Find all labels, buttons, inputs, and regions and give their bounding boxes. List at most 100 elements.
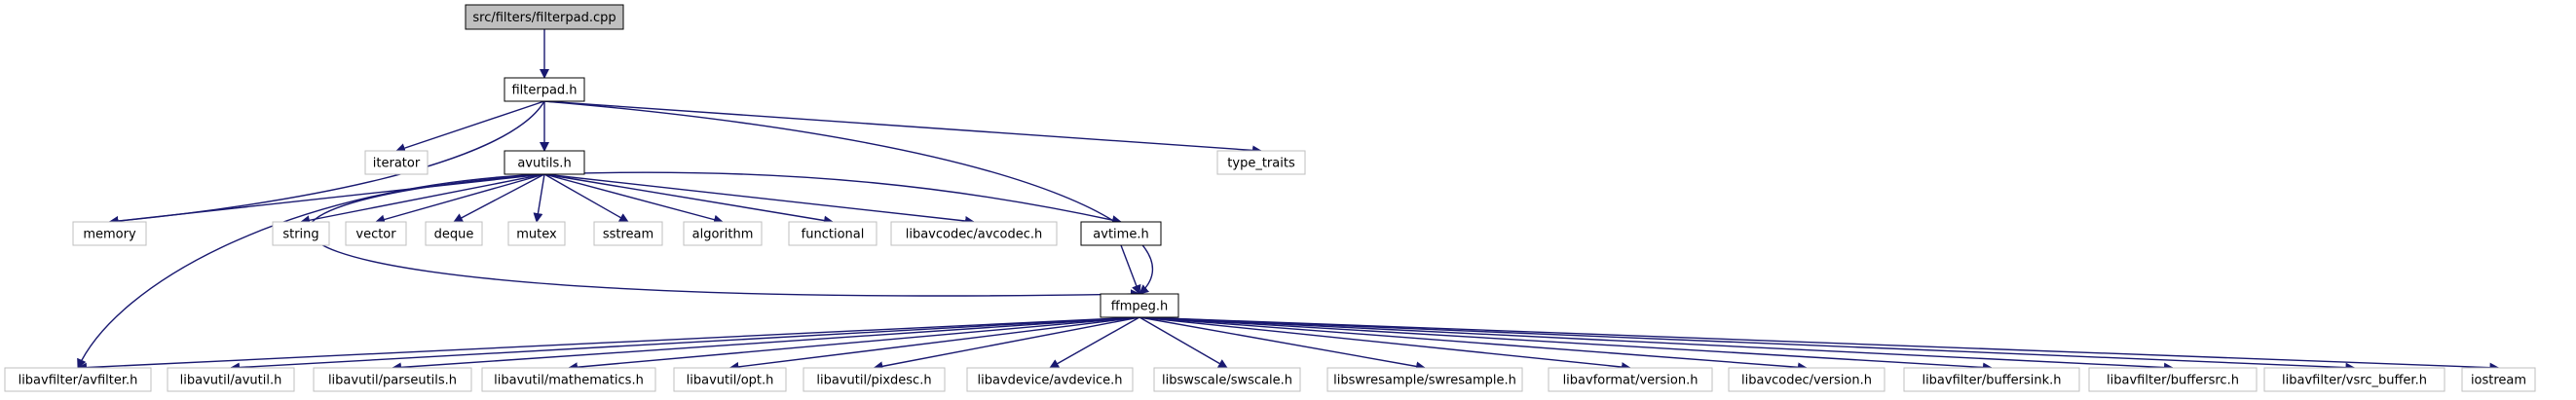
- node-label: libavutil/avutil.h: [180, 374, 282, 388]
- node-string: string: [272, 221, 330, 246]
- edge-filterpad-to-type_traits: [543, 100, 1262, 156]
- edges-layer: [77, 29, 2500, 373]
- node-buffersrc: libavfilter/buffersrc.h: [2088, 367, 2258, 392]
- edge-avutils-to-avtime: [543, 171, 1122, 225]
- node-label: type_traits: [1227, 157, 1295, 171]
- edge-ffmpeg-to-avdevice: [1049, 316, 1140, 369]
- node-label: iostream: [2471, 374, 2526, 388]
- node-avfilter: libavfilter/avfilter.h: [4, 367, 152, 392]
- edge-avutils-to-deque: [453, 173, 545, 223]
- node-box: [673, 367, 787, 392]
- node-algorithm: algorithm: [683, 221, 763, 246]
- node-label: libavfilter/avfilter.h: [19, 374, 138, 388]
- edge-ffmpeg-to-mathematics: [568, 316, 1140, 373]
- node-box: [2461, 367, 2536, 392]
- edge-filterpad-to-memory: [108, 100, 545, 227]
- edge-avtime-to-ffmpeg: [1120, 244, 1141, 295]
- edge-avutils-to-functional: [543, 173, 834, 226]
- edge-ffmpeg-to-avformat_version: [1139, 316, 1631, 373]
- node-label: libavfilter/buffersink.h: [1922, 374, 2061, 388]
- node-label: libswresample/swresample.h: [1333, 374, 1516, 388]
- node-root[interactable]: src/filters/filterpad.cpp: [465, 4, 624, 30]
- node-box: [966, 367, 1134, 392]
- node-box[interactable]: [1100, 293, 1179, 318]
- node-box: [272, 221, 330, 246]
- node-box[interactable]: [504, 150, 585, 175]
- node-label: algorithm: [692, 228, 754, 242]
- node-label: libavcodec/version.h: [1741, 374, 1872, 388]
- node-label: functional: [802, 228, 865, 242]
- edge-ffmpeg-to-iostream: [1139, 316, 2500, 373]
- node-box: [1153, 367, 1301, 392]
- edge-avutils-to-vector: [375, 173, 545, 225]
- node-label: libavutil/parseutils.h: [328, 374, 457, 388]
- node-box: [1903, 367, 2080, 392]
- node-label: libavutil/pixdesc.h: [816, 374, 931, 388]
- node-box: [788, 221, 877, 246]
- node-label: libavdevice/avdevice.h: [978, 374, 1123, 388]
- node-memory: memory: [72, 221, 147, 246]
- node-box: [364, 150, 429, 175]
- node-box: [593, 221, 663, 246]
- node-label: avutils.h: [517, 157, 571, 171]
- node-box: [2263, 367, 2445, 392]
- node-box: [2088, 367, 2258, 392]
- node-label: mutex: [516, 228, 557, 242]
- node-box: [890, 221, 1058, 246]
- node-label: src/filters/filterpad.cpp: [472, 11, 616, 25]
- node-avutil: libavutil/avutil.h: [167, 367, 295, 392]
- node-box: [313, 367, 472, 392]
- node-box[interactable]: [1080, 221, 1162, 246]
- edge-ffmpeg-to-opt: [728, 316, 1140, 372]
- node-deque: deque: [425, 221, 483, 246]
- edge-avutils-to-sstream: [543, 173, 629, 223]
- node-filterpad[interactable]: filterpad.h: [504, 77, 585, 102]
- node-vector: vector: [345, 221, 407, 246]
- node-avtime[interactable]: avtime.h: [1080, 221, 1162, 246]
- node-label: deque: [434, 228, 474, 242]
- node-buffersink: libavfilter/buffersink.h: [1903, 367, 2080, 392]
- node-avdevice: libavdevice/avdevice.h: [966, 367, 1134, 392]
- node-box: [425, 221, 483, 246]
- node-iterator: iterator: [364, 150, 429, 175]
- node-mutex: mutex: [507, 221, 566, 246]
- node-label: libavfilter/vsrc_buffer.h: [2282, 374, 2427, 388]
- node-vsrc-buffer: libavfilter/vsrc_buffer.h: [2263, 367, 2445, 392]
- node-box: [4, 367, 152, 392]
- node-label: libswscale/swscale.h: [1162, 374, 1292, 388]
- node-box: [683, 221, 763, 246]
- edge-ffmpeg-to-buffersink: [1139, 316, 1993, 373]
- node-avcodec-version: libavcodec/version.h: [1728, 367, 1885, 392]
- edge-filterpad-to-ffmpeg: [543, 100, 1154, 295]
- node-box[interactable]: [465, 4, 624, 30]
- node-ffmpeg[interactable]: ffmpeg.h: [1100, 293, 1179, 318]
- edge-ffmpeg-to-buffersrc: [1139, 316, 2174, 373]
- node-label: memory: [83, 228, 136, 242]
- node-label: libavutil/mathematics.h: [494, 374, 644, 388]
- node-box: [1548, 367, 1713, 392]
- node-swscale: libswscale/swscale.h: [1153, 367, 1301, 392]
- node-label: libavformat/version.h: [1563, 374, 1699, 388]
- node-box: [1216, 150, 1306, 175]
- node-avcodec: libavcodec/avcodec.h: [890, 221, 1058, 246]
- node-label: libavcodec/avcodec.h: [906, 228, 1043, 242]
- node-avformat-version: libavformat/version.h: [1548, 367, 1713, 392]
- node-label: vector: [355, 228, 396, 242]
- node-swresample: libswresample/swresample.h: [1326, 367, 1523, 392]
- node-box: [167, 367, 295, 392]
- node-box: [72, 221, 147, 246]
- edge-ffmpeg-to-swresample: [1139, 316, 1426, 372]
- node-box: [1326, 367, 1523, 392]
- edge-avutils-to-memory: [108, 173, 545, 226]
- edge-avutils-to-algorithm: [543, 173, 724, 225]
- edge-avutils-to-ffmpeg: [308, 173, 1140, 300]
- edge-avutils-to-avcodec: [543, 173, 975, 226]
- node-label: libavfilter/buffersrc.h: [2107, 374, 2239, 388]
- node-label: avtime.h: [1093, 228, 1148, 242]
- node-avutils[interactable]: avutils.h: [504, 150, 585, 175]
- node-box: [803, 367, 946, 392]
- node-box[interactable]: [504, 77, 585, 102]
- edge-avutils-to-avfilter: [77, 173, 545, 369]
- nodes-layer: src/filters/filterpad.cpp filterpad.h iter…: [4, 4, 2536, 392]
